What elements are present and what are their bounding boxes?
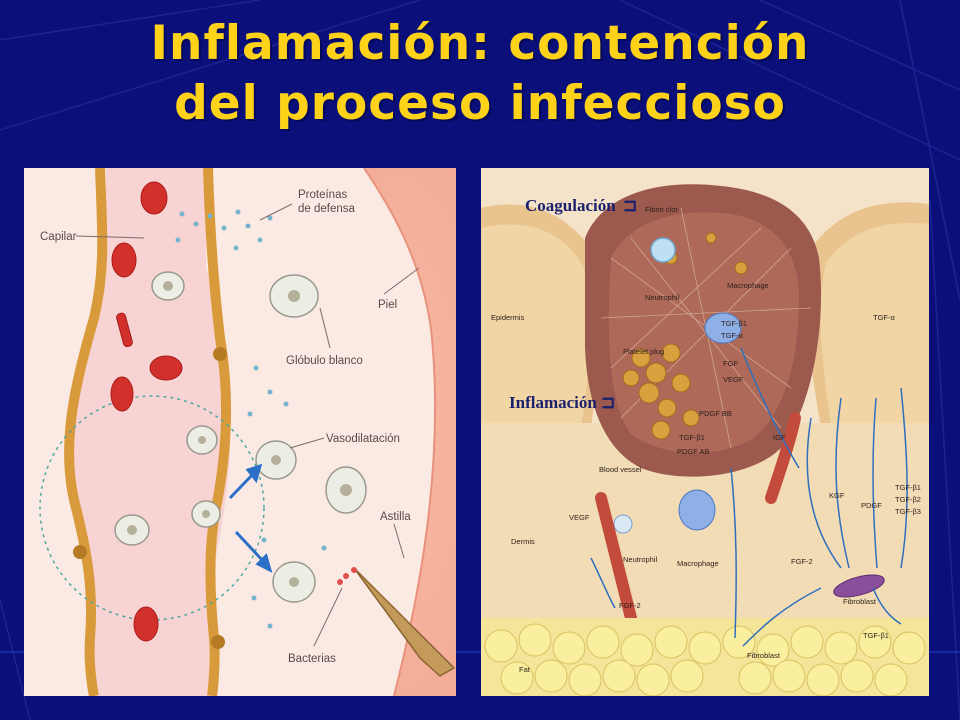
label-tgf-a-right: TGF-α (873, 313, 895, 322)
label-tgf-b1-r: TGF-β1 (895, 483, 921, 492)
label-piel: Piel (378, 299, 397, 311)
slide-title: Inflamación: contención del proceso infe… (0, 14, 960, 134)
label-proteinas: Proteínas (298, 189, 347, 201)
label-blood-vessel: Blood vessel (599, 465, 642, 474)
label-tgf-a-mid: TGF-α (721, 331, 743, 340)
label-globulo-blanco: Glóbulo blanco (286, 355, 363, 367)
label-kgf: KGF (829, 491, 845, 500)
label-tgf-b3-r: TGF-β3 (895, 507, 921, 516)
title-line-1: Inflamación: contención (150, 16, 810, 71)
label-bacterias: Bacterias (288, 653, 336, 665)
label-macrophage-top: Macrophage (727, 281, 769, 290)
label-pdgf-ab: PDGF AB (677, 447, 710, 456)
label-fibroblast-right: Fibroblast (843, 597, 877, 606)
label-pdgf: PDGF (861, 501, 882, 510)
label-tgf-b1: TGF-β1 (721, 319, 747, 328)
left-illustration: Capilar Proteínas de defensa Piel Glóbul… (24, 168, 456, 696)
label-fibroblast-bottom: Fibroblast (747, 651, 781, 660)
label-capilar: Capilar (40, 231, 77, 243)
right-illustration: Fibrin clot Macrophage Neutrophil Epider… (481, 168, 929, 696)
label-fat: Fat (519, 665, 531, 674)
implies-symbols: ⊐ ⊐ (601, 196, 637, 412)
label-fgf2-left: FGF-2 (619, 601, 641, 610)
label-de-defensa: de defensa (298, 203, 356, 215)
label-tgf-b1-low: TGF-β1 (679, 433, 705, 442)
label-igf: IGF (773, 433, 786, 442)
label-vegf-left: VEGF (569, 513, 590, 522)
label-macrophage-low: Macrophage (677, 559, 719, 568)
label-neutrophil-low: Neutrophil (623, 555, 658, 564)
label-fibrin-clot: Fibrin clot (645, 205, 678, 214)
label-coagulacion: Coagulación (525, 196, 616, 215)
title-line-2: del proceso infeccioso (174, 76, 786, 131)
label-platelet-plug: Platelet plug (623, 347, 664, 356)
label-pdgf-bb: PDGF BB (699, 409, 732, 418)
label-tgf-b2-r: TGF-β2 (895, 495, 921, 504)
label-vasodilatacion: Vasodilatación (326, 433, 400, 445)
label-dermis: Dermis (511, 537, 535, 546)
label-neutrophil-top: Neutrophil (645, 293, 680, 302)
label-tgf-b1-bottom: TGF-β1 (863, 631, 889, 640)
label-epidermis: Epidermis (491, 313, 525, 322)
label-astilla: Astilla (380, 511, 411, 523)
svg-text:⊐: ⊐ (601, 393, 615, 412)
svg-text:⊐: ⊐ (623, 196, 637, 215)
label-fgf: FGF (723, 359, 738, 368)
label-inflamacion: Inflamación (509, 393, 597, 412)
label-vegf-mid: VEGF (723, 375, 744, 384)
label-fgf2-right: FGF-2 (791, 557, 813, 566)
